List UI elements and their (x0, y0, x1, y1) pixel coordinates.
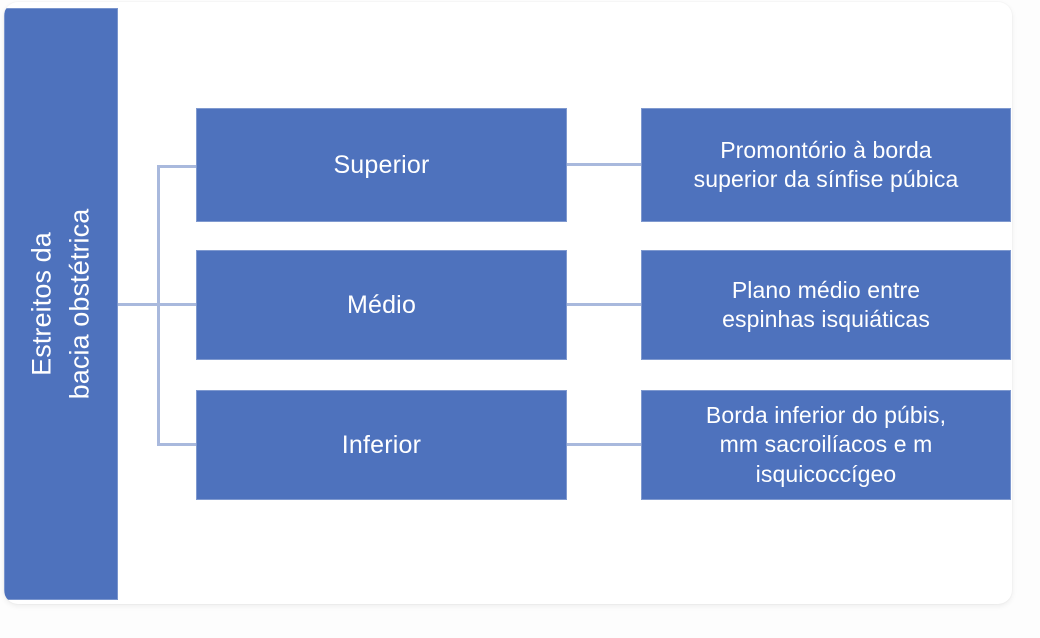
root-title-bar: Estreitos da bacia obstétrica (4, 8, 118, 600)
description-line: Plano médio entre (731, 276, 921, 303)
connector-inferior-to-description (567, 443, 641, 446)
diagram-card: Estreitos da bacia obstétrica Superior P… (4, 2, 1012, 604)
description-line: isquicoccígeo (755, 460, 897, 487)
description-text-inferior: Borda inferior do púbis, mm sacroilíacos… (706, 401, 946, 489)
description-line: mm sacroilíacos e m (719, 431, 933, 458)
stage-label-medio: Médio (346, 290, 417, 319)
description-box-medio[interactable]: Plano médio entre espinhas isquiáticas (641, 250, 1011, 360)
stage-box-inferior[interactable]: Inferior (196, 390, 567, 500)
description-text-medio: Plano médio entre espinhas isquiáticas (722, 276, 930, 335)
description-line: Promontório à borda (720, 136, 932, 163)
connector-superior-to-description (567, 163, 641, 166)
description-line: espinhas isquiáticas (722, 306, 930, 332)
description-line: superior da sínfise púbica (693, 166, 959, 192)
connector-spine-to-superior (157, 165, 196, 168)
root-title-line-2: bacia obstétrica (65, 208, 95, 400)
description-text-superior: Promontório à borda superior da sínfise … (694, 136, 959, 195)
connector-root-stem (118, 303, 158, 306)
connector-spine-to-medio (157, 303, 196, 306)
root-title-line-1: Estreitos da (26, 232, 57, 376)
stage-box-superior[interactable]: Superior (196, 108, 567, 222)
description-box-inferior[interactable]: Borda inferior do púbis, mm sacroilíacos… (641, 390, 1011, 500)
stage-box-medio[interactable]: Médio (196, 250, 567, 360)
description-line: Borda inferior do púbis, (705, 401, 947, 428)
connector-spine-to-inferior (157, 443, 196, 446)
connector-medio-to-description (567, 303, 641, 306)
stage-label-superior: Superior (333, 150, 430, 179)
description-box-superior[interactable]: Promontório à borda superior da sínfise … (641, 108, 1011, 222)
root-title-text: Estreitos da bacia obstétrica (23, 209, 100, 400)
stage-label-inferior: Inferior (341, 430, 422, 459)
